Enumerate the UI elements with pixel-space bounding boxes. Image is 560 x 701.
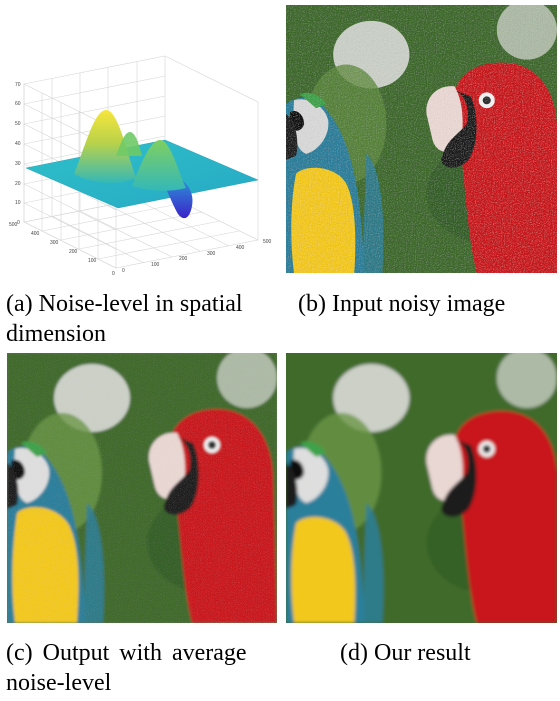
z-tick: 20 — [15, 181, 21, 187]
parrot-photo-noisy — [286, 5, 557, 273]
y-axis-ticks: 0 100 200 300 400 500 — [9, 222, 115, 277]
average-noise-output-image — [7, 353, 277, 623]
y-tick: 500 — [9, 222, 18, 228]
caption-b: (b) Input noisy image — [298, 291, 506, 317]
x-axis-ticks: 0 100 200 300 400 500 — [122, 239, 272, 274]
x-tick: 400 — [236, 245, 245, 251]
caption-a-line2: dimension — [6, 321, 106, 347]
caption-c-line1: (c) Output with average — [6, 640, 247, 666]
z-tick: 50 — [15, 121, 21, 127]
x-tick: 300 — [207, 251, 216, 257]
surface-plot-svg: 0 10 20 30 40 50 60 70 0 100 200 300 400… — [9, 55, 272, 277]
z-tick: 70 — [15, 82, 21, 88]
caption-d: (d) Our result — [340, 640, 471, 666]
x-tick: 100 — [151, 262, 160, 268]
y-tick: 400 — [31, 231, 40, 237]
z-axis-ticks: 0 10 20 30 40 50 60 70 — [15, 82, 21, 226]
our-result-image — [286, 353, 557, 623]
caption-c-line2: noise-level — [6, 670, 112, 696]
z-tick: 30 — [15, 161, 21, 167]
z-tick: 0 — [17, 220, 20, 226]
x-tick: 200 — [179, 256, 188, 262]
caption-a-line1: (a) Noise-level in spatial — [6, 291, 243, 317]
y-tick: 200 — [69, 249, 78, 255]
caption-c: (c) Output with average noise-level — [6, 638, 286, 698]
input-noisy-image — [286, 5, 557, 273]
x-tick: 0 — [122, 268, 125, 274]
y-tick: 100 — [88, 258, 97, 264]
parrot-photo-result — [286, 353, 557, 623]
caption-a: (a) Noise-level in spatial dimension — [6, 289, 286, 349]
z-tick: 10 — [15, 200, 21, 206]
z-tick: 40 — [15, 141, 21, 147]
noise-level-surface-plot: 0 10 20 30 40 50 60 70 0 100 200 300 400… — [0, 0, 284, 284]
y-tick: 300 — [50, 240, 59, 246]
z-tick: 60 — [15, 101, 21, 107]
parrot-photo-average — [7, 353, 277, 623]
x-tick: 500 — [263, 239, 272, 245]
y-tick: 0 — [112, 271, 115, 277]
noise-surface — [25, 110, 259, 219]
